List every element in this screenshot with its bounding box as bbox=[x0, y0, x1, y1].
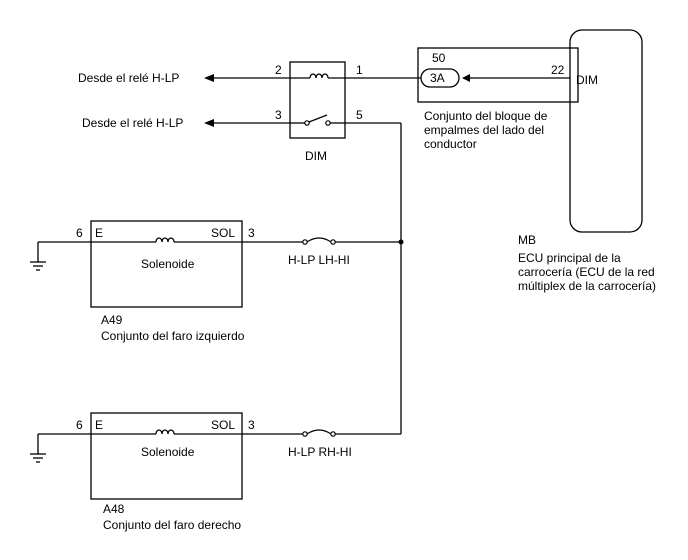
switch-contact-icon bbox=[304, 120, 310, 126]
left-headlamp: 6 E SOL 3 Solenoide H-LP LH-HI A49 Conju… bbox=[30, 220, 401, 343]
body-ecu-box bbox=[569, 29, 643, 233]
right-pin-sol: 3 bbox=[248, 418, 255, 432]
relay-coil-icon bbox=[309, 73, 329, 79]
dim-pin-out-top: 1 bbox=[356, 63, 363, 77]
dim-switch: 2 3 1 5 DIM bbox=[275, 61, 363, 163]
input-label-top: Desde el relé H-LP bbox=[78, 71, 179, 85]
input-arrow-top-icon bbox=[204, 74, 214, 82]
junction-pin-50: 50 bbox=[432, 51, 446, 65]
junction-desc-line3: conductor bbox=[424, 137, 477, 151]
left-headlamp-desc: Conjunto del faro izquierdo bbox=[101, 329, 245, 343]
ecu-pin-22: 22 bbox=[551, 63, 565, 77]
left-term-sol: SOL bbox=[211, 226, 235, 240]
right-fuse-label: H-LP RH-HI bbox=[288, 445, 352, 459]
ecu-desc-line1: ECU principal de la bbox=[518, 251, 621, 265]
left-fuse-icon bbox=[306, 237, 332, 243]
junction-desc-line2: empalmes del lado del bbox=[424, 123, 544, 137]
left-solenoid-label: Solenoide bbox=[141, 257, 195, 271]
left-fuse-label: H-LP LH-HI bbox=[288, 253, 350, 267]
dim-pin-out-bottom: 5 bbox=[356, 108, 363, 122]
connector-3a bbox=[420, 68, 460, 88]
right-term-sol: SOL bbox=[211, 418, 235, 432]
left-pin-e: 6 bbox=[76, 226, 83, 240]
right-solenoid-label: Solenoide bbox=[141, 445, 195, 459]
junction-block: 50 3A Conjunto del bloque de empalmes de… bbox=[417, 47, 579, 151]
dim-pin-in-bottom: 3 bbox=[275, 108, 282, 122]
left-pin-sol: 3 bbox=[248, 226, 255, 240]
right-headlamp: 6 E SOL 3 Solenoide H-LP RH-HI A48 Conju… bbox=[30, 412, 401, 532]
ecu-desc-line3: múltiplex de la carrocería) bbox=[518, 279, 656, 293]
ecu-terminal-dim: DIM bbox=[576, 73, 598, 87]
right-solenoid-coil-icon bbox=[155, 429, 175, 435]
ecu-desc-line2: carrocería (ECU de la red bbox=[518, 265, 655, 279]
ecu-code: MB bbox=[518, 233, 536, 247]
connector-3a-label: 3A bbox=[430, 71, 445, 85]
junction-block-box bbox=[417, 47, 579, 103]
input-arrow-bottom-icon bbox=[204, 119, 214, 127]
right-term-e: E bbox=[95, 418, 103, 432]
left-solenoid-coil-icon bbox=[155, 237, 175, 243]
left-term-e: E bbox=[95, 226, 103, 240]
junction-desc-line1: Conjunto del bloque de bbox=[424, 109, 548, 123]
input-label-bottom: Desde el relé H-LP bbox=[82, 116, 183, 130]
dim-switch-label: DIM bbox=[305, 149, 327, 163]
right-headlamp-desc: Conjunto del faro derecho bbox=[103, 518, 241, 532]
left-headlamp-box bbox=[90, 220, 243, 308]
left-headlamp-code: A49 bbox=[101, 313, 123, 327]
dim-switch-box bbox=[289, 61, 346, 139]
connector-arrow-icon bbox=[462, 74, 470, 82]
dim-pin-in-top: 2 bbox=[275, 63, 282, 77]
right-headlamp-code: A48 bbox=[103, 502, 125, 516]
body-ecu: 22 DIM MB ECU principal de la carrocería… bbox=[518, 29, 656, 293]
switch-blade-icon bbox=[308, 114, 328, 123]
right-headlamp-box bbox=[90, 412, 243, 500]
right-pin-e: 6 bbox=[76, 418, 83, 432]
right-fuse-icon bbox=[306, 429, 332, 435]
